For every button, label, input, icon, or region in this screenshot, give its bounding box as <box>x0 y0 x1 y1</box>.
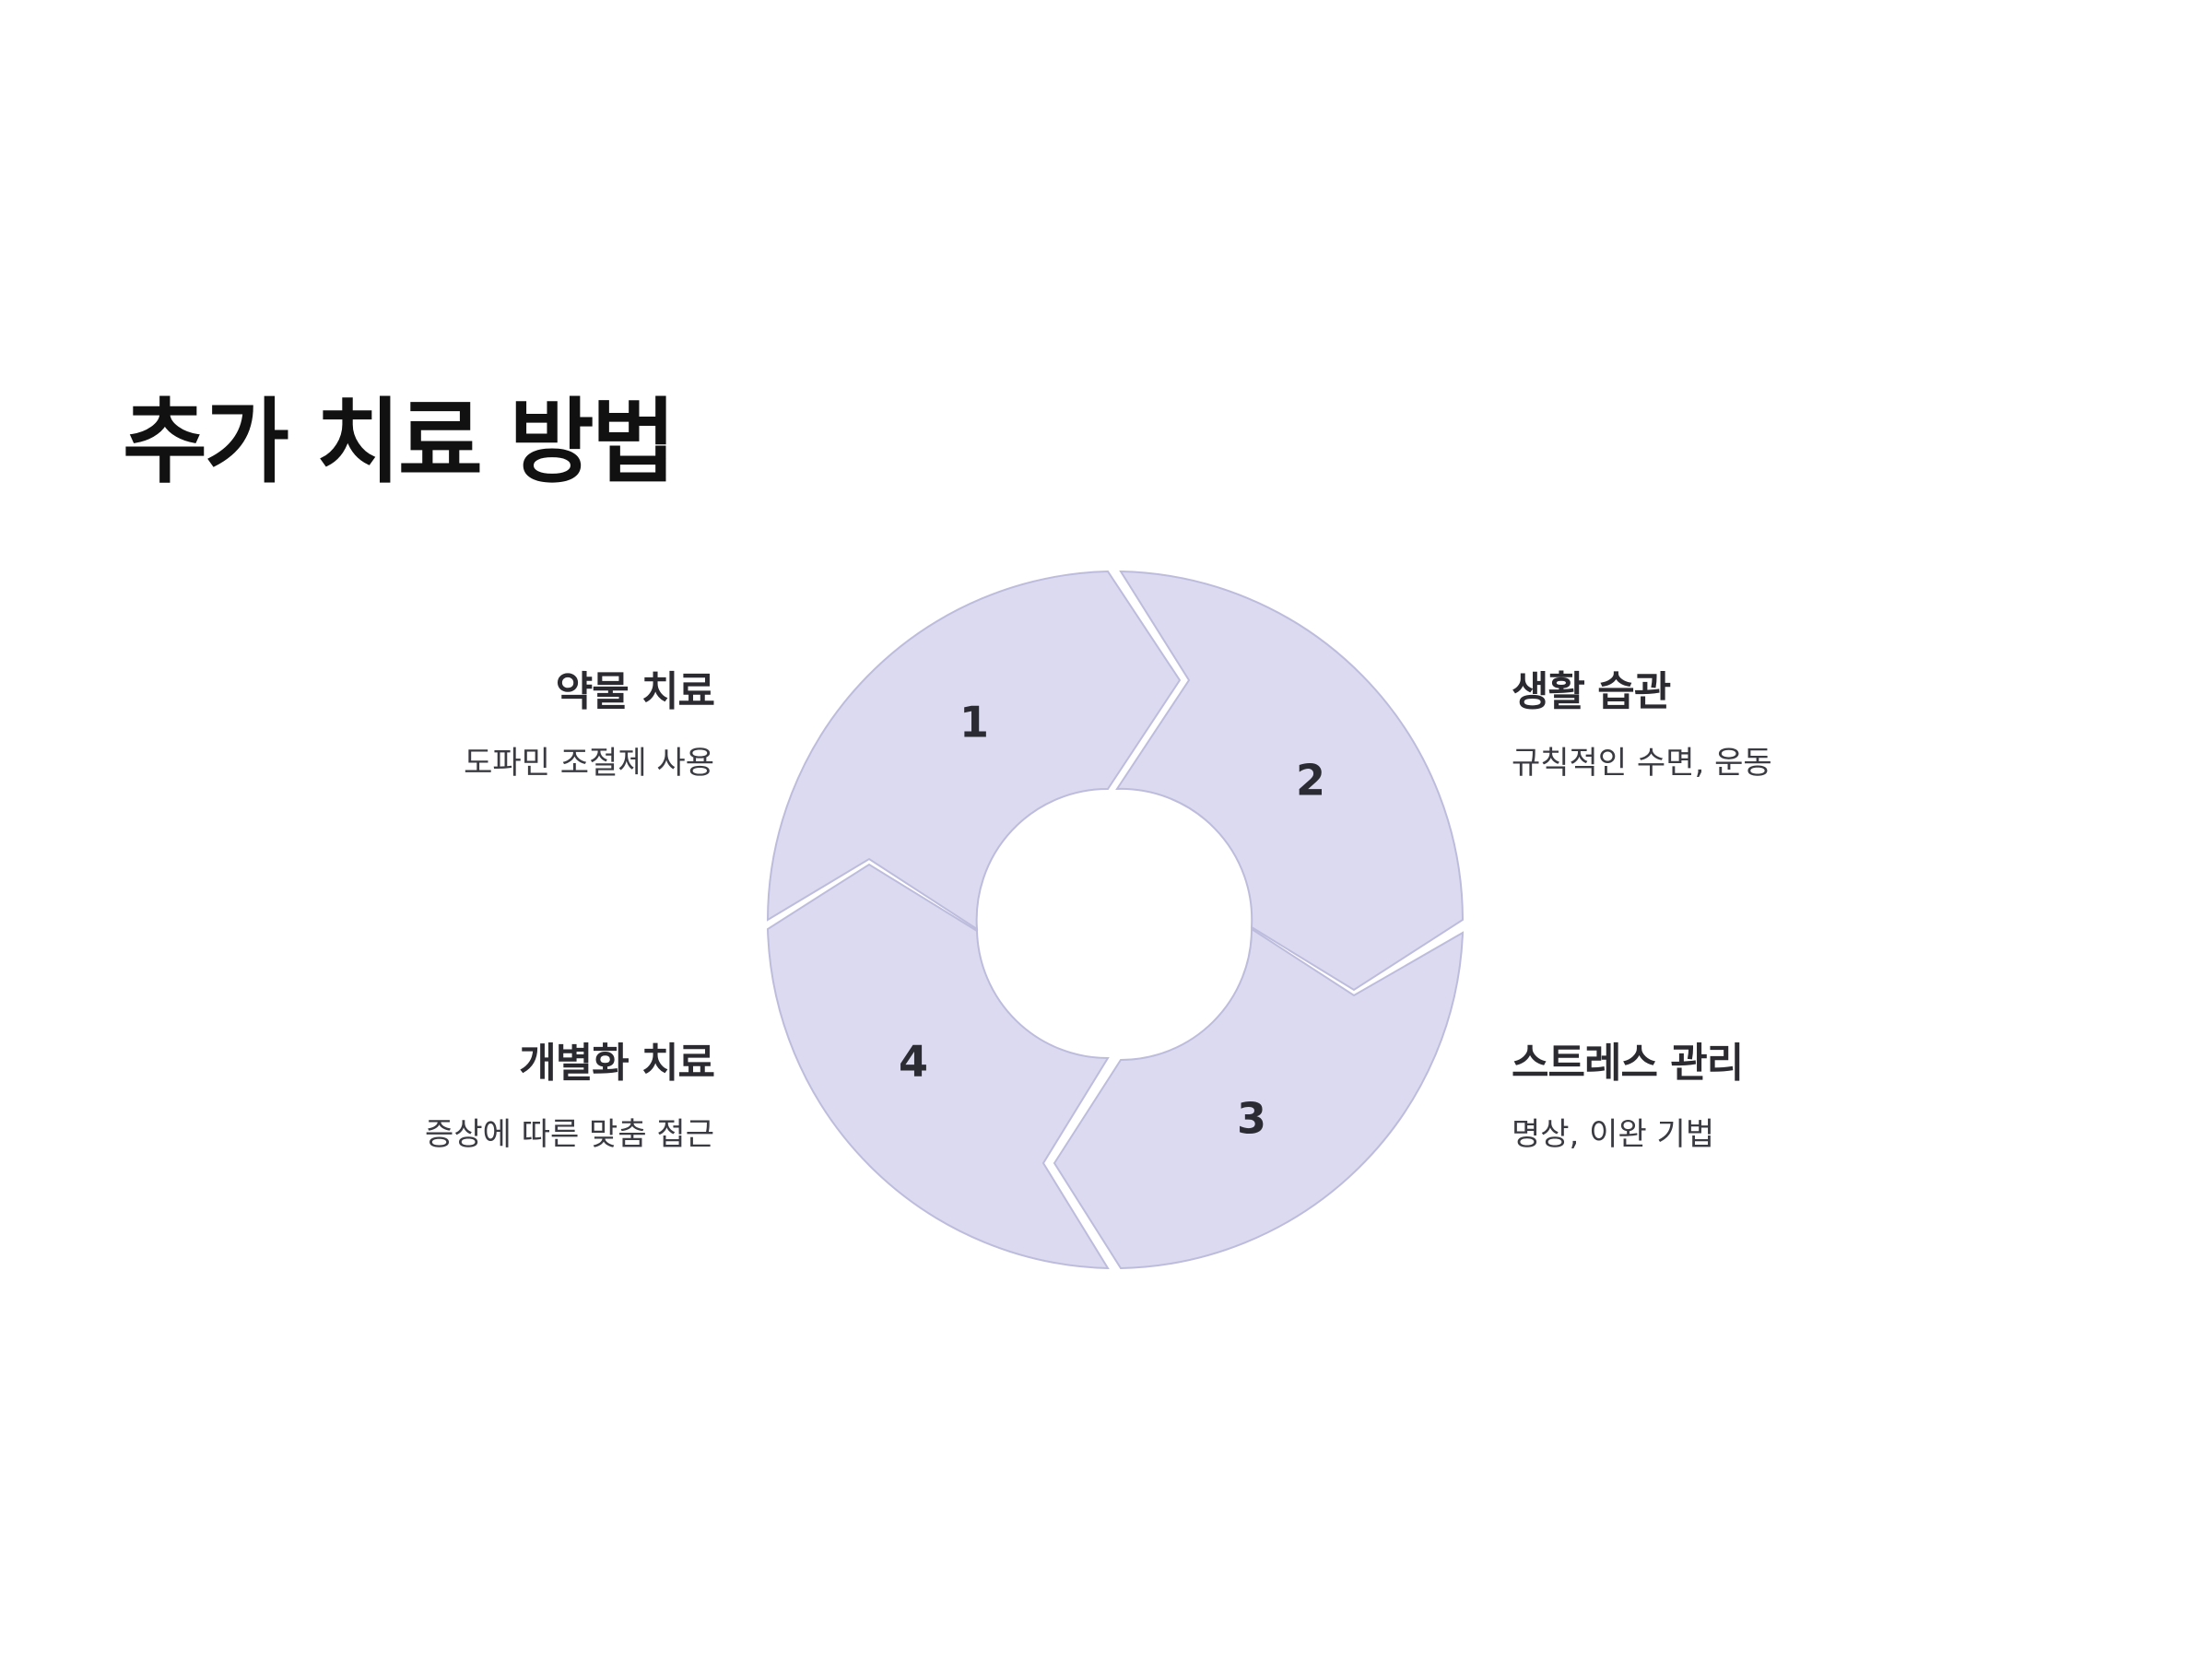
segment-number-1: 1 <box>959 698 989 747</box>
segment-number-3: 3 <box>1237 1094 1266 1144</box>
segment-label-1: 약물 치료 <box>555 668 715 715</box>
cycle-segment-4 <box>766 863 1110 1270</box>
cycle-segment-3 <box>1053 927 1465 1270</box>
page-title: 추가 치료 방법 <box>123 388 677 496</box>
segment-label-4: 개별화 치료 <box>519 1040 715 1087</box>
cycle-segment-1 <box>766 570 1182 931</box>
label-block-2: 생활 습관 규칙적인 수면, 운동 <box>1512 668 2028 782</box>
segment-label-3: 스트레스 관리 <box>1512 1040 1744 1087</box>
segment-description-1: 도파민 조절제 사용 <box>464 744 714 782</box>
label-block-4: 개별화 치료 증상에 따른 맞춤 접근 <box>198 1040 715 1154</box>
label-block-3: 스트레스 관리 명상, 이완 기법 <box>1512 1040 2028 1154</box>
segment-description-4: 증상에 따른 맞춤 접근 <box>425 1115 714 1153</box>
segment-description-2: 규칙적인 수면, 운동 <box>1512 744 1772 782</box>
segment-label-2: 생활 습관 <box>1512 668 1671 715</box>
segment-description-3: 명상, 이완 기법 <box>1512 1115 1715 1153</box>
segment-number-2: 2 <box>1296 756 1325 806</box>
label-block-1: 약물 치료 도파민 조절제 사용 <box>198 668 715 782</box>
cycle-segment-2 <box>1115 570 1465 992</box>
segment-number-4: 4 <box>899 1037 928 1087</box>
